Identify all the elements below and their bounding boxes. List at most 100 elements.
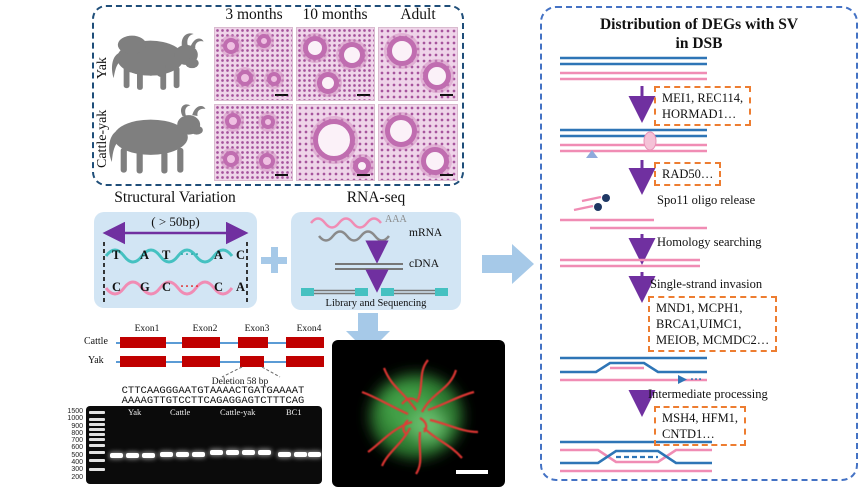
gene-box-rad50: RAD50… [654,162,722,186]
ladder-size-label: 300 [71,466,83,474]
gel-band [160,452,173,457]
spo11-release-label: Spo11 oligo release [657,193,756,207]
fluorescence-microscopy-image [332,340,505,487]
histology-image-yak-3m [214,27,293,101]
gel-band [110,453,123,458]
strand-continuation-dots: … [690,369,702,383]
exon3-label: Exon3 [244,324,270,334]
ladder-size-label: 1500 [67,408,83,415]
exon2-label: Exon2 [192,324,218,334]
gel-band [294,452,307,457]
exon-block [238,337,268,348]
histology-image-cattleyak-3m [214,104,293,181]
histology-image-cattleyak-adult [378,104,458,181]
histology-image-yak-adult [378,27,458,101]
ladder-band [89,423,105,426]
rnaseq-section-title: RNA-seq [346,189,406,206]
gene-list-line: RAD50… [662,167,714,181]
cattle-silhouette-icon [109,104,206,174]
single-strand-invasion-label: Single-strand invasion [650,277,763,291]
ssdna-graphic [560,258,700,268]
deletion-connector-lines [221,366,281,378]
exon-block [120,337,166,348]
poly-a-label: AAA [385,214,407,225]
rnaseq-diagram-box: AAA mRNA cDNA Library and Sequencing [291,212,461,310]
yak-silhouette-icon [112,33,204,90]
column-header-3-months: 3 months [225,6,283,23]
gel-band [192,452,205,457]
gel-band [210,450,223,455]
dsb-panel-title-line1: Distribution of DEGs with SV [599,16,799,33]
dsb-pathway-graphic [560,56,712,473]
ladder-band [89,459,105,462]
gel-band [242,450,255,455]
chromosome-filaments [361,359,479,475]
gene-box-dsb-initiation: MEI1, REC114, HORMAD1… [654,86,752,126]
dna-helix-graphic [102,221,249,304]
gel-lane-label-bc1: BC1 [286,407,302,417]
sv-diagram-box: ( > 50bp) T A T ···· A C C G C ···· C A [94,212,257,308]
sample-panel-border [92,5,464,186]
column-header-10-months: 10 months [302,6,368,23]
gel-electrophoresis-image: Yak Cattle Cattle-yak BC1 [86,406,322,484]
resected-ends-graphic [560,218,707,230]
histology-image-yak-10m [296,27,375,101]
flow-arrow-right-icon [482,244,534,284]
rnaseq-workflow-graphic [301,217,448,296]
sequence-line-1: CTTCAAGGGAATGTAAAACTGATGAAAAT [121,385,305,397]
ladder-size-label: 900 [71,422,83,430]
strand-invasion-graphic [560,356,707,384]
yak-track-label: Yak [88,355,104,366]
deletion-label: Deletion 58 bp [211,377,269,387]
ladder-size-label: 800 [71,429,83,437]
gel-band [142,453,155,458]
dna-duplex-dsb [560,128,707,158]
gel-lane-label-cattle: Cattle [170,407,191,417]
dsb-pathway-panel: Distribution of DEGs with SV in DSB [540,6,858,481]
gene-list-line: MND1, MCPH1, [656,301,743,315]
gel-band [226,450,239,455]
ladder-band [89,444,105,447]
scale-bar [440,93,453,96]
base-letter: A [236,280,246,294]
gel-ladder-labels: 1500 1000 900 800 700 600 500 400 300 20… [54,408,83,481]
gel-band [258,450,271,455]
cattle-gene-line [116,342,324,344]
gene-list-line: MSH4, HFM1, [662,411,739,425]
ladder-size-label: 500 [71,451,83,459]
base-letter: C [112,280,122,294]
gene-box-intermediate: MSH4, HFM1, CNTD1… [654,406,747,446]
gel-band [278,452,291,457]
base-letter: C [162,280,172,294]
ladder-band [89,433,105,436]
homology-searching-label: Homology searching [657,235,762,249]
ladder-band [89,468,105,471]
cdna-label: cDNA [409,258,440,270]
exon-block [286,337,324,348]
gel-band [308,452,321,457]
exon-block [120,356,166,367]
cattle-track-label: Cattle [84,336,108,347]
exon-block [182,337,220,348]
sv-section-title: Structural Variation [114,189,236,206]
sequence-line-2: AAAAGTTGTCCTTCAGAGGAGTCTTTCAG [121,395,305,407]
gene-list-line: MEI1, REC114, [662,91,744,105]
base-letter: G [140,280,150,294]
exon-block [286,356,324,367]
ladder-band [89,411,105,414]
ladder-band [89,418,105,421]
scale-bar [456,470,488,474]
scale-bar [440,173,453,176]
exon4-label: Exon4 [296,324,322,334]
gene-list-line: BRCA1,UIMC1, [656,317,742,331]
dsb-panel-title-line2: in DSB [675,35,723,52]
scale-bar [275,173,288,176]
dna-duplex-intact [560,56,707,81]
base-letter: T [112,248,121,262]
gene-box-invasion: MND1, MCPH1, BRCA1,UIMC1, MEIOB, MCMDC2… [648,296,778,352]
mrna-label: mRNA [409,227,443,239]
yak-gene-line [116,361,324,363]
scale-bar [357,93,370,96]
base-dots: ···· [180,279,201,293]
